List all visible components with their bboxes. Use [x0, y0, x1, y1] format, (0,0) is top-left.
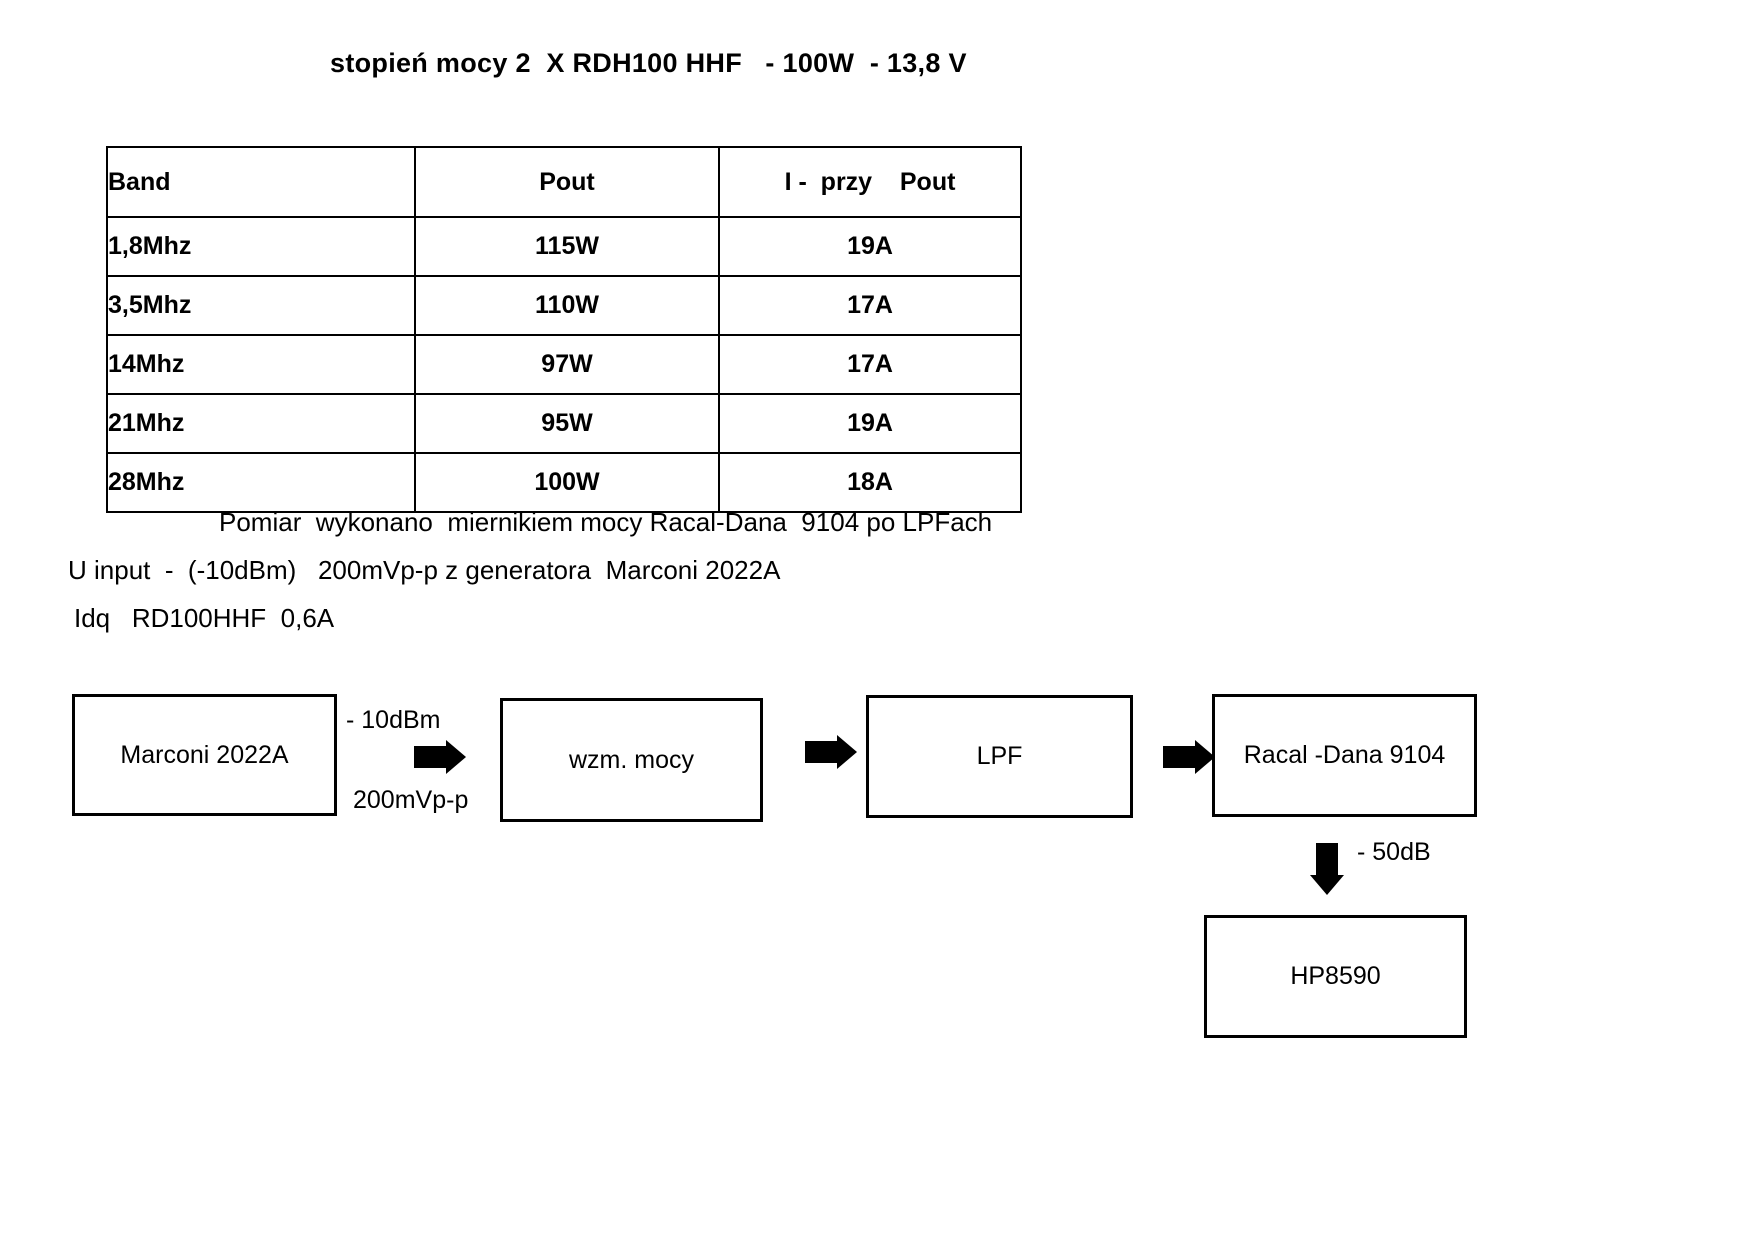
arrow-right-icon	[805, 741, 837, 763]
arrow-down-icon	[1310, 875, 1344, 895]
cell-current: 18A	[718, 452, 1022, 513]
cell-pout: 110W	[414, 275, 720, 336]
diagram-block-lpf: LPF	[866, 695, 1133, 818]
cell-current: 19A	[718, 393, 1022, 454]
cell-current: 17A	[718, 334, 1022, 395]
cell-pout: 100W	[414, 452, 720, 513]
diagram-block-power-meter: Racal -Dana 9104	[1212, 694, 1477, 817]
cell-band: 14Mhz	[106, 334, 416, 395]
cell-pout: 95W	[414, 393, 720, 454]
diagram-block-spectrum-analyzer: HP8590	[1204, 915, 1467, 1038]
arrow-right-icon	[837, 735, 857, 769]
table-header-row: Band Pout I - przy Pout	[106, 146, 1022, 218]
arrow-right-icon	[1163, 746, 1195, 768]
diagram-block-generator: Marconi 2022A	[72, 694, 337, 816]
cell-band: 3,5Mhz	[106, 275, 416, 336]
column-header-pout: Pout	[414, 146, 720, 218]
cell-band: 21Mhz	[106, 393, 416, 454]
table-row: 28Mhz 100W 18A	[106, 452, 1022, 513]
note-measurement-method: Pomiar wykonano miernikiem mocy Racal-Da…	[219, 507, 993, 537]
column-header-current: I - przy Pout	[718, 146, 1022, 218]
cell-pout: 115W	[414, 216, 720, 277]
arrow-down-icon	[1316, 843, 1338, 875]
column-header-band: Band	[106, 146, 416, 218]
arrow-right-icon	[1195, 740, 1215, 774]
diagram-label-attenuation: - 50dB	[1357, 838, 1431, 866]
table-row: 3,5Mhz 110W 17A	[106, 275, 1022, 336]
note-quiescent-current: Idq RD100HHF 0,6A	[74, 603, 335, 633]
measurement-results-table: Band Pout I - przy Pout 1,8Mhz 115W 19A …	[106, 146, 1022, 513]
arrow-right-icon	[446, 740, 466, 774]
diagram-label-level-mv: 200mVp-p	[353, 786, 469, 814]
diagram-label-level-dbm: - 10dBm	[346, 706, 441, 734]
cell-current: 17A	[718, 275, 1022, 336]
table-row: 14Mhz 97W 17A	[106, 334, 1022, 395]
cell-band: 1,8Mhz	[106, 216, 416, 277]
cell-current: 19A	[718, 216, 1022, 277]
arrow-right-icon	[414, 746, 446, 768]
diagram-block-amplifier: wzm. mocy	[500, 698, 763, 822]
cell-band: 28Mhz	[106, 452, 416, 513]
table-row: 21Mhz 95W 19A	[106, 393, 1022, 454]
cell-pout: 97W	[414, 334, 720, 395]
note-input-level: U input - (-10dBm) 200mVp-p z generatora…	[68, 555, 781, 585]
page-title: stopień mocy 2 X RDH100 HHF - 100W - 13,…	[330, 48, 967, 78]
table-row: 1,8Mhz 115W 19A	[106, 216, 1022, 277]
